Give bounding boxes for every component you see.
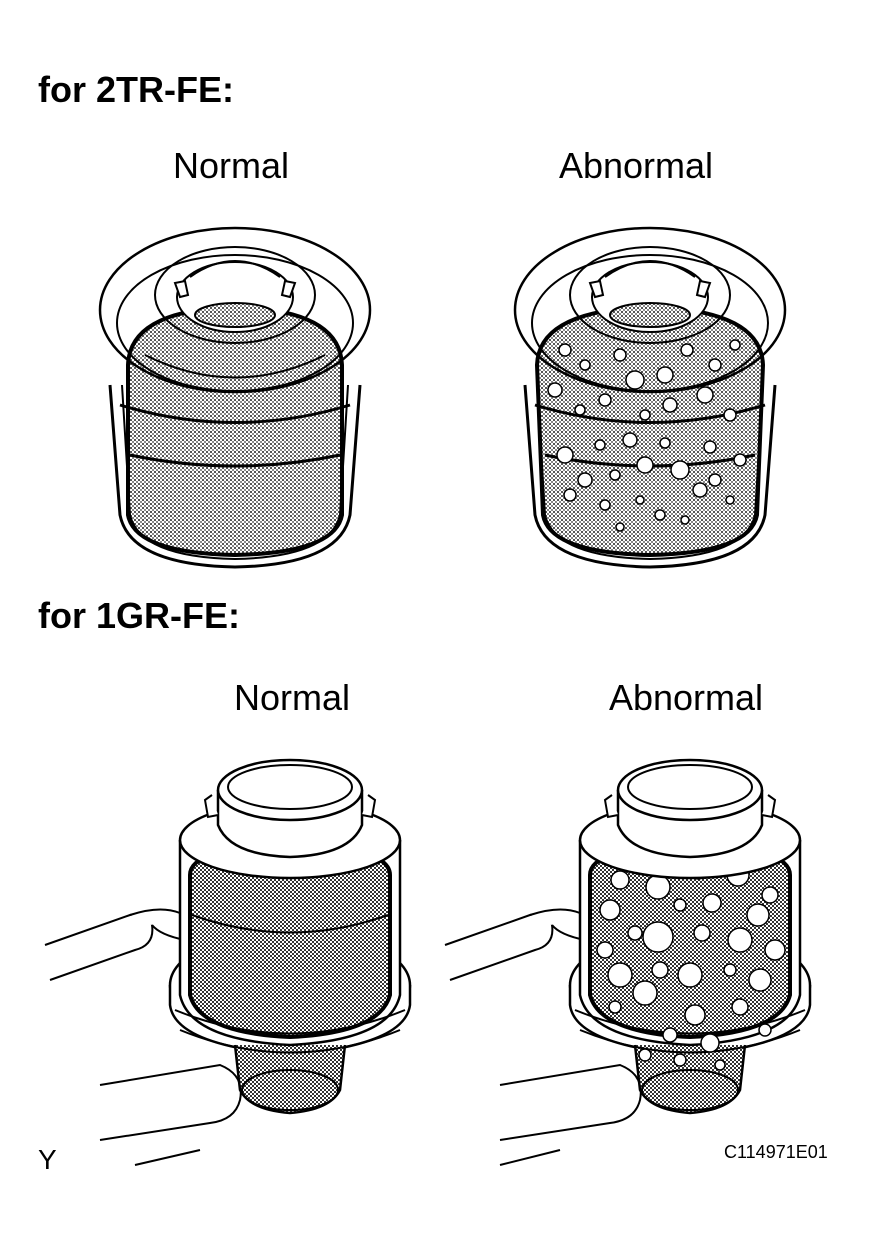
- label-abnormal-2tr-fe: Abnormal: [558, 145, 714, 186]
- cup-abnormal-2tr-fe: [513, 226, 787, 569]
- filter-abnormal-1gr-fe: [444, 758, 812, 1166]
- section-title-1gr-fe: for 1GR-FE:: [38, 595, 240, 636]
- filter-normal-1gr-fe: [44, 758, 412, 1166]
- figure-code: C114971E01: [724, 1142, 828, 1162]
- label-abnormal-1gr-fe: Abnormal: [608, 677, 764, 718]
- corner-letter: Y: [38, 1144, 57, 1175]
- label-normal-2tr-fe: Normal: [172, 145, 290, 186]
- section-title-2tr-fe: for 2TR-FE:: [38, 69, 234, 110]
- cup-normal-2tr-fe: [98, 226, 372, 569]
- label-normal-1gr-fe: Normal: [233, 677, 351, 718]
